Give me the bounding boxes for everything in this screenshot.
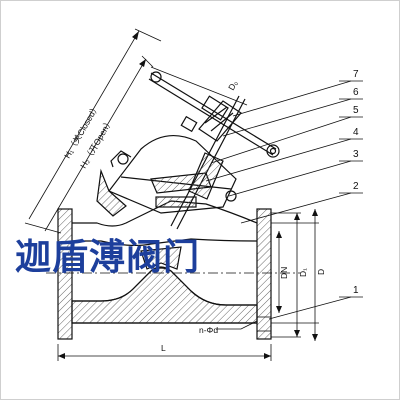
bolts-label: n-Φd <box>199 325 218 335</box>
dimension-lines <box>24 28 319 361</box>
callout-5: 5 <box>353 105 359 116</box>
l-label: L <box>161 343 166 353</box>
callout-2: 2 <box>353 181 359 192</box>
callout-leaders <box>205 80 363 320</box>
dn-label: DN <box>279 267 289 279</box>
left-flange <box>57 208 73 340</box>
handwheel <box>148 71 280 158</box>
valve-body <box>57 200 272 340</box>
callout-1: 1 <box>353 285 359 296</box>
arrowheads <box>58 31 318 359</box>
right-flange <box>256 208 272 340</box>
callout-3: 3 <box>353 149 359 160</box>
callout-6: 6 <box>353 87 359 98</box>
callout-4: 4 <box>353 127 359 138</box>
watermark-text: 迦盾溥阀门 <box>15 237 200 278</box>
d-label: D <box>316 269 326 275</box>
h2-dimension-line <box>44 58 147 232</box>
handwheel-label: D₀ <box>226 78 240 92</box>
d1-label: D₁ <box>298 268 308 277</box>
h1-dimension-line <box>28 30 140 220</box>
callout-7: 7 <box>353 69 359 80</box>
stem <box>170 95 246 230</box>
